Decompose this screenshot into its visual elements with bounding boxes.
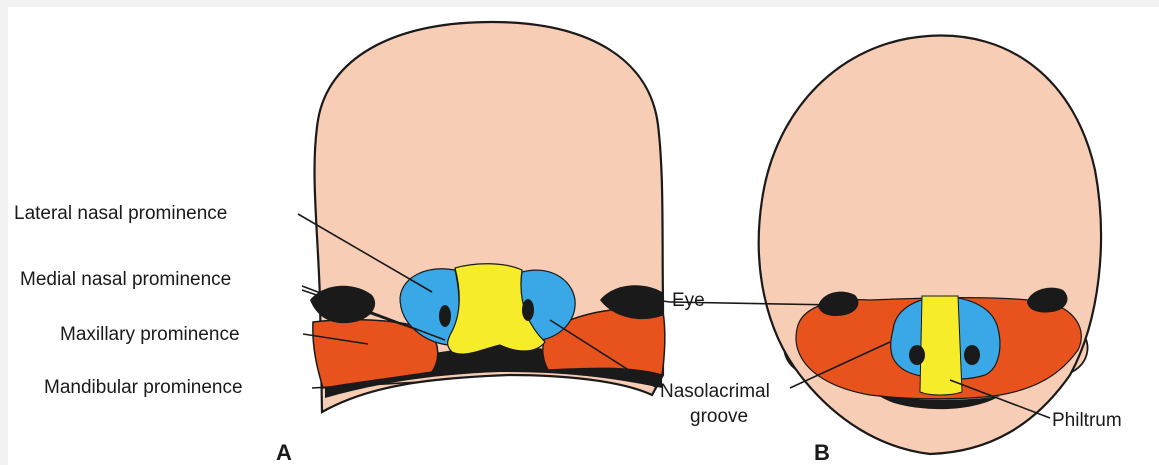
panel-a-face <box>310 22 665 412</box>
panel-label-b: B <box>814 440 830 465</box>
label-lateral-nasal: Lateral nasal prominence <box>14 203 227 224</box>
panel-label-a: A <box>276 440 292 465</box>
panel-b-nostril-left <box>909 345 925 365</box>
label-medial-nasal: Medial nasal prominence <box>20 269 231 290</box>
label-maxillary: Maxillary prominence <box>60 324 240 345</box>
panel-b-face <box>759 36 1101 454</box>
label-nasolacrimal-line2: groove <box>690 406 748 427</box>
panel-a-nostril-right <box>522 299 534 321</box>
panel-b-medial-nasal <box>920 296 962 395</box>
panel-a-nostril-left <box>439 305 451 327</box>
label-nasolacrimal-line1: Nasolacrimal <box>660 381 770 402</box>
panel-b-nostril-right <box>964 345 980 365</box>
label-eye: Eye <box>672 290 705 311</box>
label-philtrum: Philtrum <box>1052 410 1122 431</box>
label-mandibular: Mandibular prominence <box>44 377 243 398</box>
